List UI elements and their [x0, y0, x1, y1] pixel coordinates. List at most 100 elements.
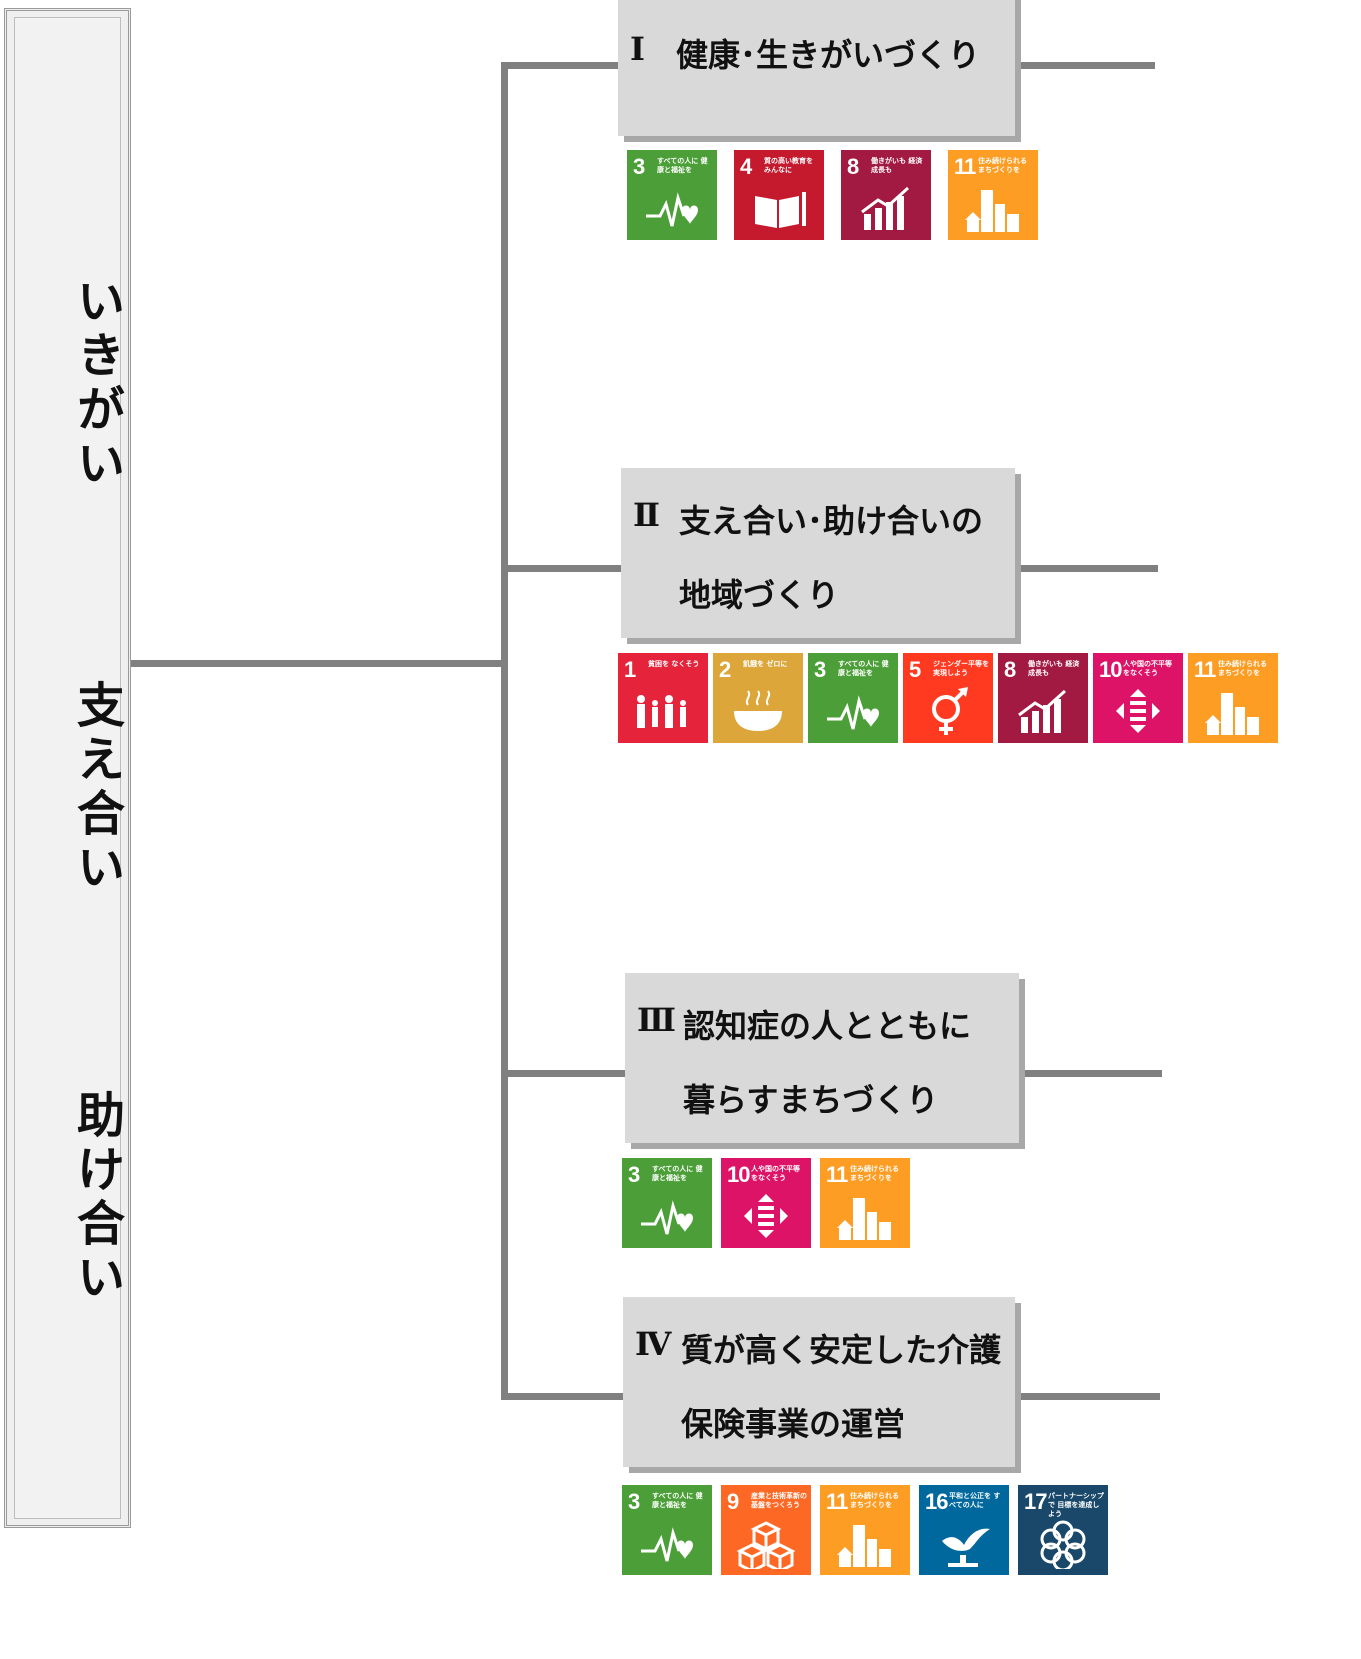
sdg-goal-caption: 住み続けられる まちづくりを [850, 1165, 899, 1182]
category-box-1: Ⅰ 健康･生きがいづくり [618, 0, 1015, 136]
sdg-goal-caption: ジェンダー平等を 実現しよう [933, 660, 989, 677]
connector-tail-4 [1020, 1393, 1160, 1400]
sdg-goal-caption: 飢餓を ゼロに [743, 660, 788, 668]
category-title-line2: 地域づくり [679, 576, 840, 614]
sdg-goal-caption: 平和と公正を すべての人に [949, 1492, 1001, 1509]
sdg-goal-3-tile: 3 すべての人に 健康と福祉を [622, 1485, 712, 1575]
connector-branch-2 [501, 565, 625, 572]
sdg-goal-caption: 住み続けられる まちづくりを [1218, 660, 1267, 677]
sdg-goal-number: 16 [925, 1489, 949, 1514]
sdg-goal-caption: 住み続けられる まちづくりを [850, 1492, 899, 1509]
category-title-line1: 健康･生きがいづくり [676, 36, 981, 74]
heartbeat-icon [641, 1527, 693, 1562]
sdg-goal-1-tile: 1 貧困を なくそう [618, 653, 708, 743]
category-title-line1: 質が高く安定した介護 [681, 1331, 1002, 1369]
sdg-goal-number: 11 [1194, 657, 1216, 682]
connector-tail-2 [1020, 565, 1158, 572]
sdg-tile-row-2: 1 貧困を なくそう 2 飢餓を ゼロに 3 すべての人に 健康と福祉を 5 ジェンダー平等を… [618, 653, 1278, 743]
growth-chart-icon [861, 186, 910, 230]
sdg-goal-caption: 人や国の不平等 をなくそう [751, 1165, 800, 1182]
sdg-goal-caption: 質の高い教育を みんなに [764, 157, 813, 174]
city-icon [965, 190, 1019, 232]
sdg-goal-number: 11 [826, 1162, 848, 1187]
sdg-goal-caption: 働きがいも 経済成長も [1028, 660, 1080, 677]
theme-banner-inner: いきがい 支え合い 助け合い [14, 17, 124, 1519]
sdg-goal-number: 1 [624, 657, 636, 682]
connector-trunk [131, 660, 505, 667]
sdg-goal-2-tile: 2 飢餓を ゼロに [713, 653, 803, 743]
connector-branch-4 [501, 1393, 625, 1400]
dove-icon [942, 1528, 990, 1567]
category-box-4: Ⅳ 質が高く安定した介護 保険事業の運営 [623, 1297, 1015, 1467]
category-title-line1: 支え合い･助け合いの [679, 502, 984, 540]
sdg-goal-number: 8 [847, 154, 859, 179]
sdg-goal-number: 11 [954, 154, 976, 179]
sdg-goal-number: 8 [1004, 657, 1016, 682]
sdg-goal-caption: パートナーシップで 目標を達成しよう [1048, 1492, 1104, 1518]
theme-banner: いきがい 支え合い 助け合い [4, 8, 131, 1528]
heartbeat-icon [646, 192, 698, 227]
sdg-goal-caption: 働きがいも 経済成長も [871, 157, 923, 174]
category-title-line1: 認知症の人とともに [683, 1007, 972, 1045]
sdg-goal-number: 10 [1099, 657, 1123, 682]
theme-word-tasukeai: 助け合い [68, 1090, 124, 1306]
sdg-goal-number: 3 [628, 1162, 640, 1187]
connector-branch-1 [501, 62, 621, 69]
sdg-goal-8-tile: 8 働きがいも 経済成長も [998, 653, 1088, 743]
sdg-goal-caption: 住み続けられる まちづくりを [978, 157, 1027, 174]
sdg-goal-number: 3 [628, 1489, 640, 1514]
category-title-line2: 暮らすまちづくり [683, 1081, 939, 1119]
sdg-goal-number: 4 [740, 154, 752, 179]
sdg-goal-caption: すべての人に 健康と福祉を [652, 1165, 703, 1182]
sdg-goal-caption: 産業と技術革新の 基盤をつくろう [751, 1492, 807, 1509]
sdg-goal-3-tile: 3 すべての人に 健康と福祉を [808, 653, 898, 743]
sdg-goal-number: 11 [826, 1489, 848, 1514]
equality-arrows-icon [1116, 689, 1160, 733]
category-numeral: Ⅲ [637, 1001, 676, 1039]
book-icon [755, 192, 806, 228]
city-icon [837, 1525, 891, 1567]
equality-arrows-icon [744, 1194, 788, 1238]
theme-word-ikigai: いきがい [68, 276, 124, 492]
sdg-goal-5-tile: 5 ジェンダー平等を 実現しよう [903, 653, 993, 743]
sdg-goal-number: 10 [727, 1162, 751, 1187]
gender-icon [932, 687, 968, 735]
sdg-goal-caption: すべての人に 健康と福祉を [657, 157, 708, 174]
sdg-goal-number: 2 [719, 657, 731, 682]
connector-tail-1 [1015, 62, 1155, 69]
category-box-2: Ⅱ 支え合い･助け合いの 地域づくり [621, 468, 1015, 638]
connector-spine [501, 62, 508, 1400]
category-title-line2: 保険事業の運営 [681, 1405, 906, 1443]
category-numeral: Ⅱ [633, 496, 660, 534]
heartbeat-icon [641, 1200, 693, 1235]
bowl-icon [734, 690, 782, 731]
sdg-goal-number: 3 [814, 657, 826, 682]
sdg-goal-3-tile: 3 すべての人に 健康と福祉を [622, 1158, 712, 1248]
sdg-goal-number: 17 [1024, 1489, 1048, 1514]
growth-chart-icon [1018, 689, 1067, 733]
family-icon [637, 695, 686, 728]
sdg-goal-caption: すべての人に 健康と福祉を [652, 1492, 703, 1509]
flower-ring-icon [1040, 1520, 1086, 1569]
connector-branch-3 [501, 1070, 629, 1077]
city-icon [837, 1198, 891, 1240]
category-box-3: Ⅲ 認知症の人とともに 暮らすまちづくり [625, 973, 1019, 1143]
sdg-goal-caption: 人や国の不平等 をなくそう [1123, 660, 1172, 677]
sdg-goal-caption: 貧困を なくそう [648, 660, 700, 668]
sdg-goal-number: 5 [909, 657, 921, 682]
theme-word-sasaeai: 支え合い [68, 680, 124, 896]
sdg-goal-caption: すべての人に 健康と福祉を [838, 660, 889, 677]
sdg-goal-8-tile: 8 働きがいも 経済成長も [841, 150, 931, 240]
